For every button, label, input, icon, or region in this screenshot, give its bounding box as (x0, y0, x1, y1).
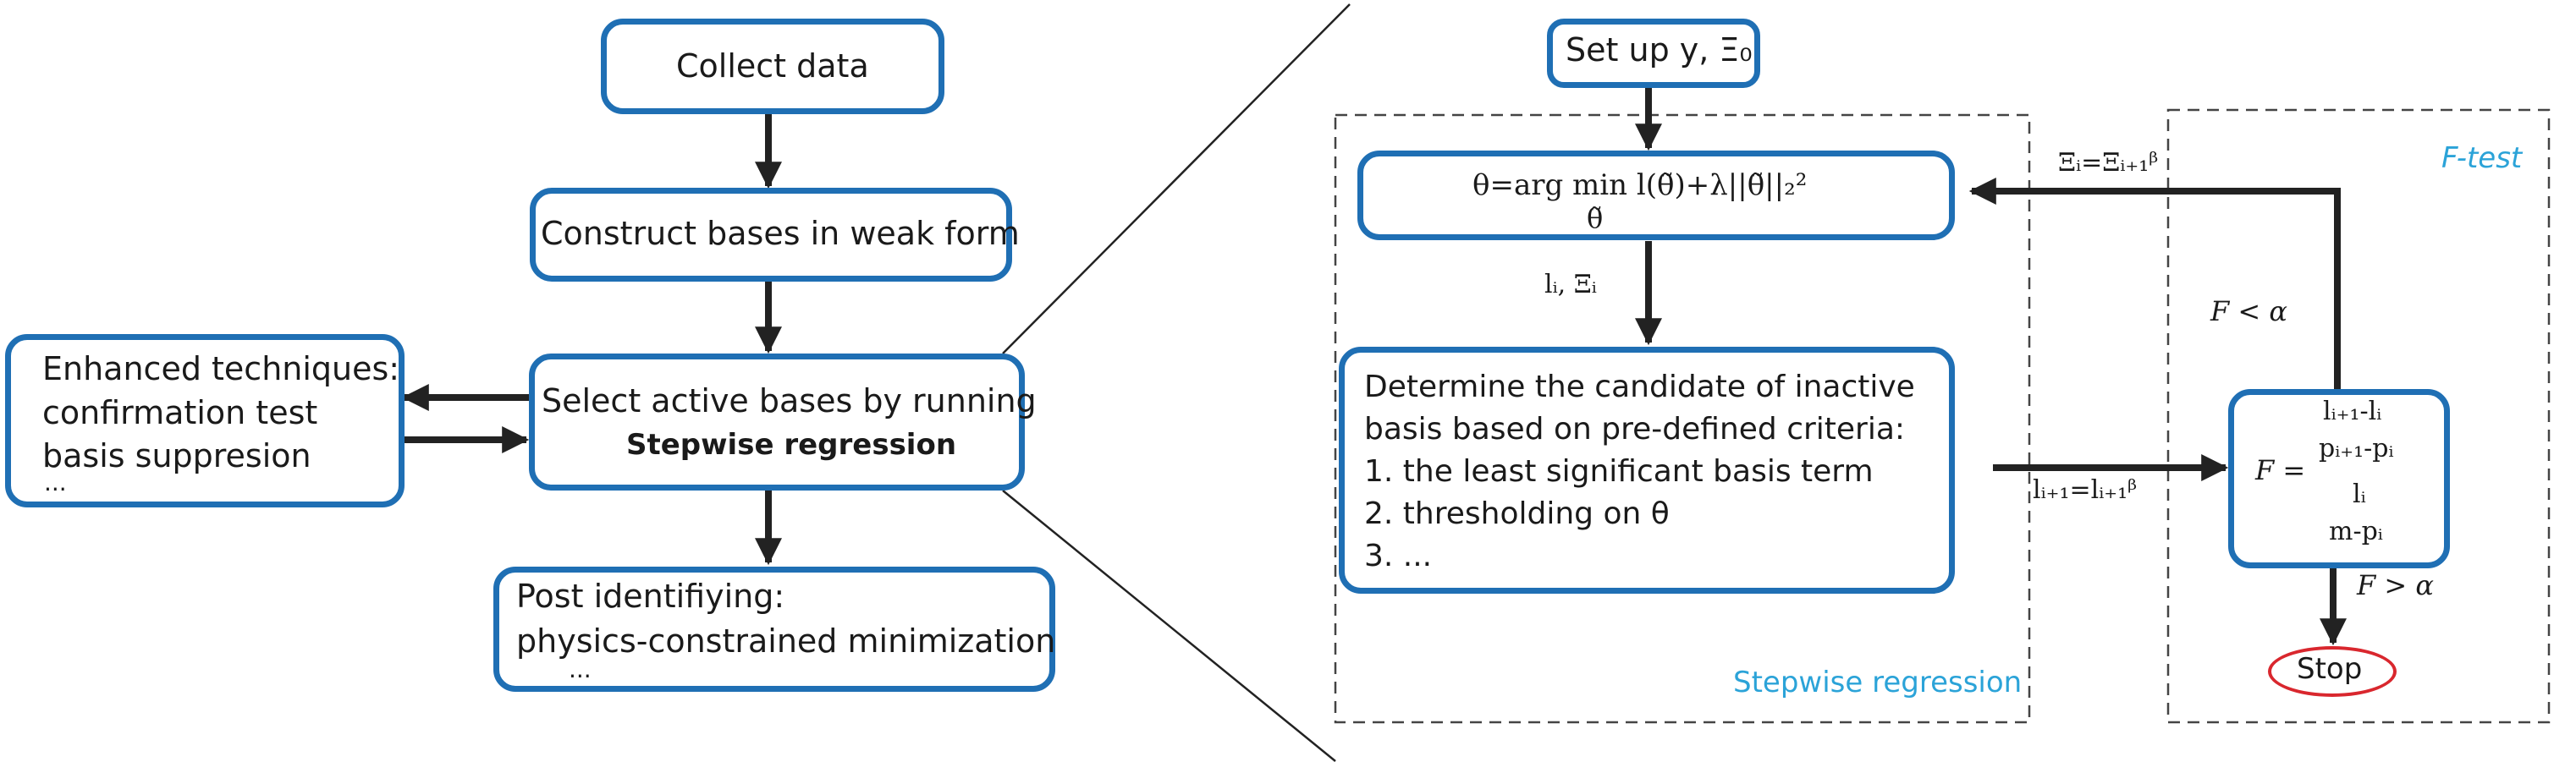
determine-line-2: basis based on pre-defined criteria: (1364, 412, 1906, 447)
f-formula-lhs: F = (2255, 454, 2306, 486)
stepwise-region (1334, 113, 2031, 724)
f-numerator-bottom: pᵢ₊₁-pᵢ (2319, 434, 2394, 463)
enhanced-line-4: ... (44, 469, 67, 496)
construct-bases-box (530, 188, 1012, 282)
determine-line-5: 3. ... (1364, 539, 1433, 573)
ftest-region-label: F-test (2441, 141, 2523, 175)
determine-line-3: 1. the least significant basis term (1364, 454, 1874, 489)
construct-bases-text: Construct bases in weak form (541, 215, 1020, 252)
stepwise-region-label: Stepwise regression (1733, 666, 2023, 699)
post-line-3: ... (569, 655, 592, 683)
l-update-label: lᵢ₊₁=lᵢ₊₁ᵝ (2033, 475, 2138, 505)
f-denominator-bottom: m-pᵢ (2329, 517, 2383, 546)
select-bases-box (529, 354, 1025, 491)
determine-candidate-box (1339, 347, 1955, 594)
stepwise-regression-title: Stepwise regression (626, 428, 957, 462)
theta-min-equation: θ=arg min l(θ̃)+λ||θ̃||₂² (1472, 168, 1808, 202)
li-xi-label: lᵢ, Ξᵢ (1544, 270, 1597, 299)
ftest-region (2166, 108, 2551, 724)
select-bases-text: Select active bases by running (542, 382, 1037, 419)
f-test-box (2228, 389, 2450, 568)
collect-data-text: Collect data (676, 47, 869, 85)
stop-oval (2268, 646, 2397, 697)
arrow-ftest-feedback (1968, 178, 2341, 389)
post-line-2: physics-constrained minimization (516, 622, 1056, 660)
determine-line-4: 2. thresholding on θ (1364, 496, 1670, 531)
theta-min-box (1357, 151, 1955, 240)
xi-update-label: Ξᵢ=Ξᵢ₊₁ᵝ (2058, 148, 2159, 178)
determine-line-1: Determine the candidate of inactive (1364, 370, 1915, 404)
stop-text: Stop (2297, 652, 2363, 686)
theta-min-subscript: θ̃ (1587, 202, 1604, 234)
post-line-1: Post identifiying: (516, 578, 785, 615)
enhanced-line-2: confirmation test (42, 394, 318, 431)
enhanced-techniques-box (5, 334, 405, 507)
setup-box (1547, 19, 1760, 88)
enhanced-line-3: basis suppresion (42, 437, 311, 474)
f-less-alpha-label: F < α (2210, 295, 2287, 327)
f-greater-alpha-label: F > α (2357, 569, 2434, 601)
enhanced-line-1: Enhanced techniques: (42, 350, 400, 387)
f-denominator-top: lᵢ (2353, 480, 2366, 509)
setup-text: Set up y, Ξ₀ (1566, 31, 1753, 69)
post-identifying-box (493, 567, 1055, 692)
collect-data-box (601, 19, 944, 114)
zoom-line-top (1002, 3, 1351, 354)
f-numerator-top: lᵢ₊₁-lᵢ (2323, 397, 2382, 426)
zoom-line-bottom (1002, 490, 1336, 762)
